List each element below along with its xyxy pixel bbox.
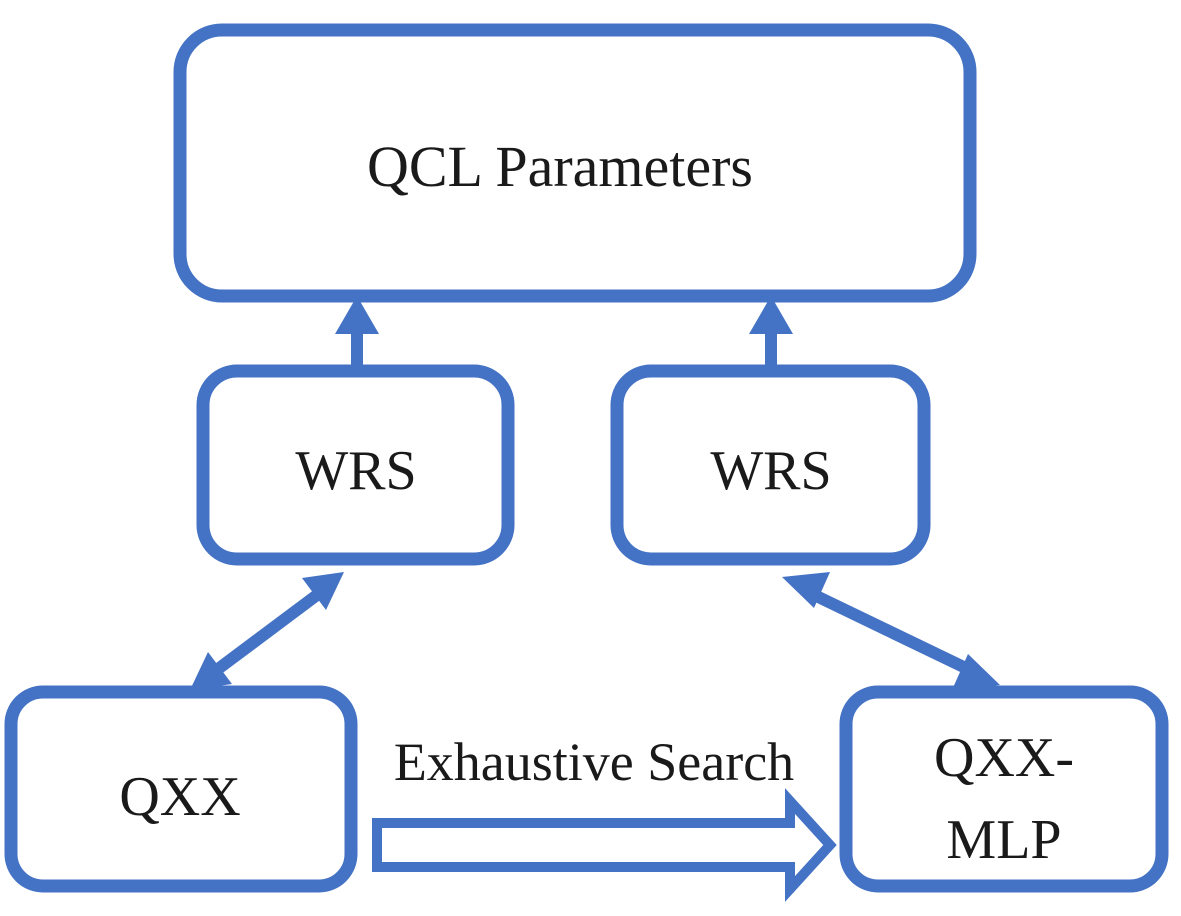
arrow-qxx-mlp-wrs-right-bidirectional [782, 572, 1000, 690]
qxx-box [4, 685, 358, 893]
wrs-left-label: WRS [295, 440, 416, 502]
qxx-node: QXX [4, 685, 358, 893]
arrowhead-wrs-right-end [782, 572, 830, 608]
wrs-right-label: WRS [710, 440, 831, 502]
qxx-mlp-label-line2: MLP [946, 809, 1061, 871]
qcl-parameters-label: QCL Parameters [367, 134, 753, 199]
hollow-arrow-shape [372, 788, 837, 902]
arrow-wrs-left-to-qcl [335, 296, 379, 368]
arrowhead-wrs-left-end [302, 572, 344, 610]
arrowhead-up-left [335, 296, 379, 334]
qcl-parameters-node: QCL Parameters [173, 23, 977, 303]
qxx-mlp-box [839, 685, 1169, 893]
arrowhead-qxx-mlp-end [952, 654, 1000, 690]
qxx-mlp-label-line1: QXX- [934, 727, 1074, 789]
wrs-right-node: WRS [610, 364, 931, 566]
arrowhead-qxx-end [190, 652, 232, 690]
wrs-right-box [610, 364, 931, 566]
qxx-mlp-node: QXX- MLP [839, 685, 1169, 893]
wrs-left-node: WRS [196, 364, 515, 566]
arrowhead-up-right [749, 296, 793, 334]
arrow-qxx-wrs-left-bidirectional [190, 572, 344, 690]
qxx-label: QXX [119, 766, 240, 828]
exhaustive-search-label: Exhaustive Search [394, 732, 794, 792]
qcl-parameters-box [173, 23, 977, 303]
exhaustive-search-arrow [372, 788, 837, 902]
wrs-left-box [196, 364, 515, 566]
arrow-wrs-right-to-qcl [749, 296, 793, 368]
